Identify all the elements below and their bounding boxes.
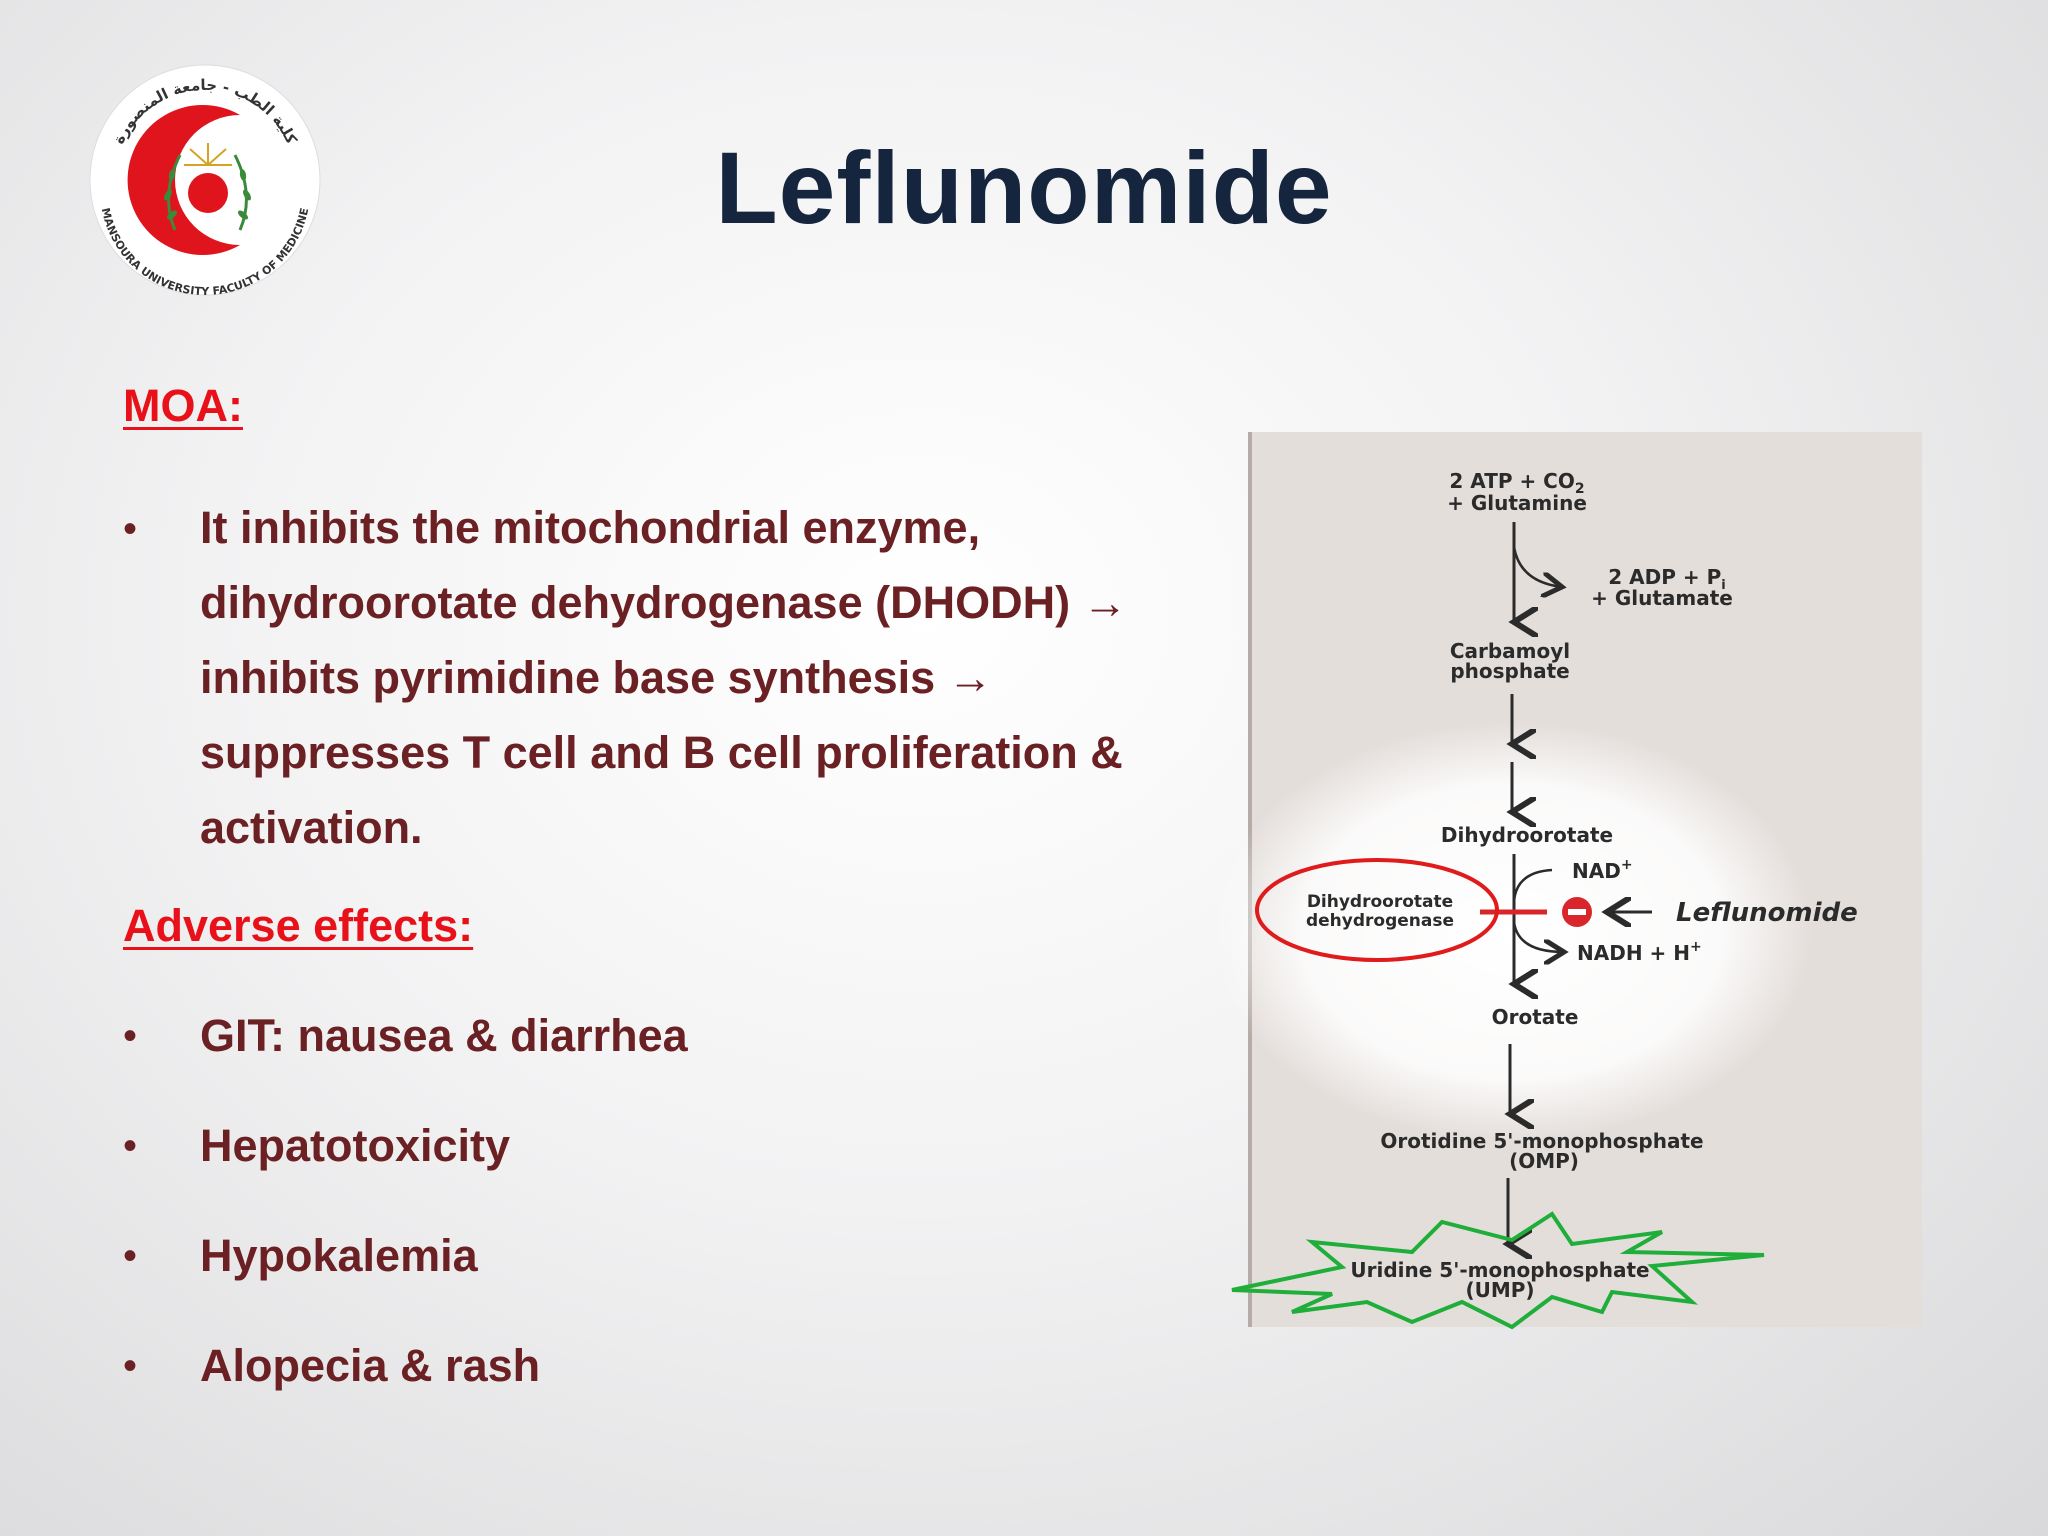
faculty-logo: كلية الطب - جامعة المنصورة MANSOURA UNIV… [89, 64, 321, 298]
enzyme-highlight-circle [1255, 858, 1499, 962]
adverse-effects-heading: Adverse effects: [123, 900, 474, 951]
adverse-effect-hepatotoxicity: Hepatotoxicity [200, 1120, 511, 1171]
omp-line2: (OMP) [1509, 1149, 1579, 1173]
start-substrates-line1: 2 ATP + CO2 [1449, 469, 1584, 497]
list-item: • Hepatotoxicity [123, 1120, 510, 1172]
leflunomide-label: Leflunomide [1676, 898, 1858, 928]
ump-line2: (UMP) [1465, 1278, 1534, 1302]
ump-starburst [1231, 1211, 1765, 1330]
nad-label: NAD+ [1572, 857, 1633, 883]
adverse-effect-alopecia: Alopecia & rash [200, 1340, 541, 1391]
nadh-label: NADH + H+ [1577, 939, 1702, 965]
side-arrow-adp [1512, 546, 1562, 587]
moa-bullet-list: • It inhibits the mitochondrial enzyme, … [123, 490, 1203, 865]
orotate-label: Orotate [1492, 1005, 1579, 1029]
dihydroorotate-label: Dihydroorotate [1441, 823, 1613, 847]
ump-line1: Uridine 5'-monophosphate [1350, 1258, 1649, 1282]
moa-heading: MOA: [123, 380, 243, 431]
nad-arc [1512, 868, 1553, 903]
carbamoyl-line2: phosphate [1450, 659, 1569, 683]
list-item: • Hypokalemia [123, 1230, 478, 1282]
adverse-effect-git: GIT: nausea & diarrhea [200, 1010, 688, 1061]
carbamoyl-line1: Carbamoyl [1450, 639, 1570, 663]
enzyme-line1: Dihydroorotate [1307, 892, 1453, 912]
bullet-marker: • [123, 1233, 138, 1278]
bullet-marker: • [123, 1013, 138, 1058]
slide-title: Leflunomide [715, 131, 1333, 245]
enzyme-line2: dehydrogenase [1306, 911, 1454, 931]
start-substrates-line2: + Glutamine [1447, 491, 1587, 515]
side-products-line2: + Glutamate [1591, 586, 1733, 610]
bullet-marker: • [123, 507, 138, 551]
moa-bullet-text: It inhibits the mitochondrial enzyme, di… [200, 502, 1128, 853]
list-item: • Alopecia & rash [123, 1340, 540, 1392]
list-item: • It inhibits the mitochondrial enzyme, … [123, 490, 1203, 865]
bullet-marker: • [123, 1343, 138, 1388]
omp-line1: Orotidine 5'-monophosphate [1380, 1129, 1703, 1153]
pyrimidine-pathway-diagram: 2 ATP + CO2 + Glutamine 2 ADP + Pi + Glu… [1212, 432, 1922, 1330]
bullet-marker: • [123, 1123, 138, 1168]
list-item: • GIT: nausea & diarrhea [123, 1010, 688, 1062]
crescent-icon [127, 104, 240, 256]
nadh-arc [1512, 921, 1564, 952]
side-products-line1: 2 ADP + Pi [1608, 565, 1725, 593]
adverse-effect-hypokalemia: Hypokalemia [200, 1230, 478, 1281]
highlight-glow [1212, 722, 1812, 1142]
